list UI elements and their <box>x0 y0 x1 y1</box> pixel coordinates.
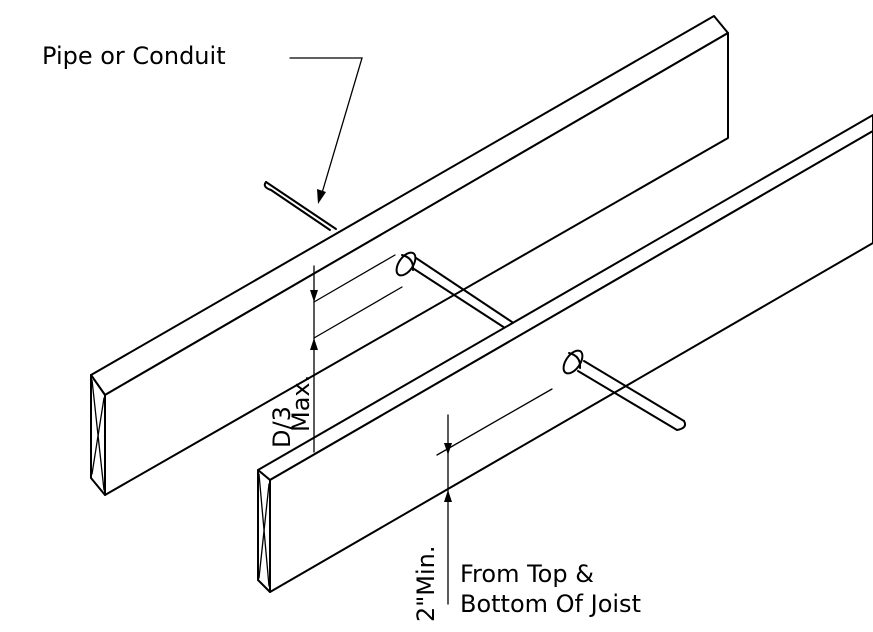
pipe-lower-right <box>577 360 687 431</box>
back-joist <box>90 15 729 496</box>
dimension-2in-min <box>436 388 553 605</box>
max-label: Max. <box>287 375 315 432</box>
pipe-center <box>410 257 513 329</box>
min-label: 2"Min. <box>412 545 440 622</box>
pipe-label: Pipe or Conduit <box>42 42 226 70</box>
bottom-of-joist-label: Bottom Of Joist <box>460 590 641 618</box>
from-top-label: From Top & <box>460 560 594 588</box>
d3-label: D/3 <box>268 406 296 448</box>
pipe-upper-left <box>263 181 337 231</box>
pipe-label-leader <box>289 57 363 204</box>
hole-lower <box>562 349 584 375</box>
dimension-d3-max <box>310 254 403 453</box>
hole-upper <box>395 251 417 277</box>
